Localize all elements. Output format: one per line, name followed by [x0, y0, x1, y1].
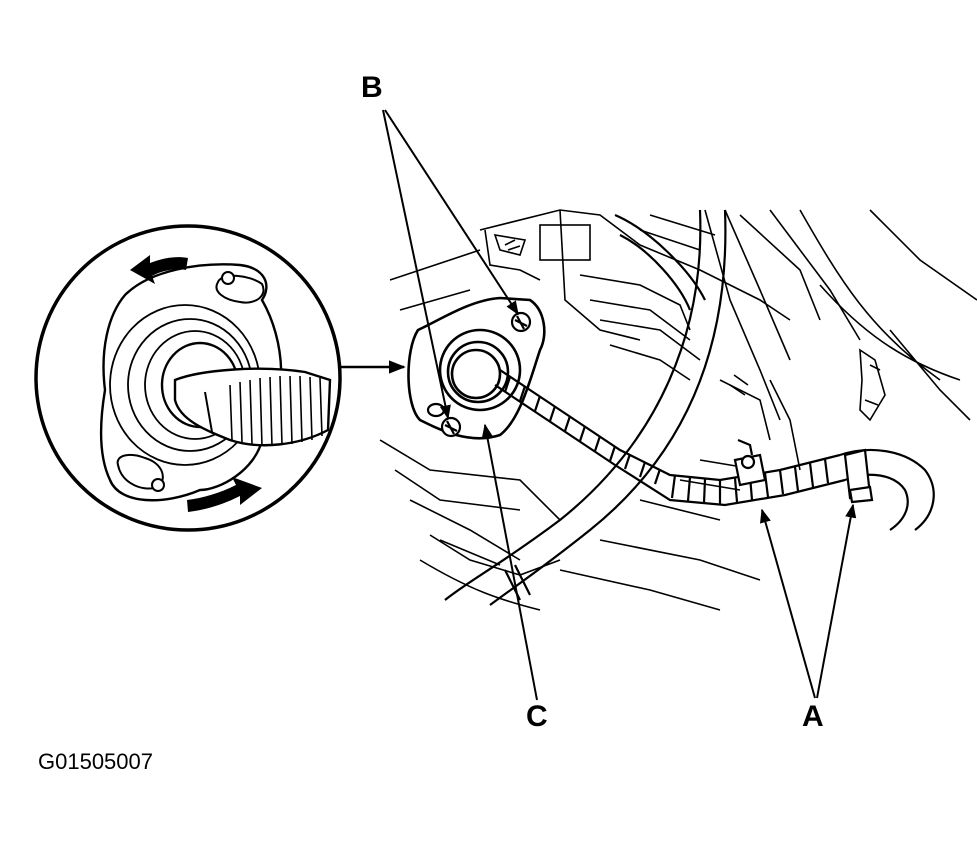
sensor-wire-harness	[494, 369, 935, 531]
callout-label-b: B	[361, 71, 383, 104]
callout-label-c: C	[526, 700, 548, 733]
harness-clamp	[733, 438, 874, 504]
flange-bolt-lower	[426, 402, 462, 438]
leader-lines-a	[760, 503, 857, 699]
engine-background	[379, 209, 977, 611]
flange-bolt-upper	[510, 311, 532, 333]
figure-id-caption: G01505007	[38, 749, 153, 774]
leader-lines-b	[382, 109, 519, 420]
rotate-arrow-top-icon	[130, 255, 188, 284]
detail-inset	[34, 224, 342, 532]
sensor-flange	[407, 296, 546, 440]
rotate-arrow-bottom-icon	[187, 477, 262, 512]
coolant-hose	[444, 209, 727, 606]
callout-label-a: A	[802, 700, 824, 733]
leader-line-c	[481, 423, 538, 701]
